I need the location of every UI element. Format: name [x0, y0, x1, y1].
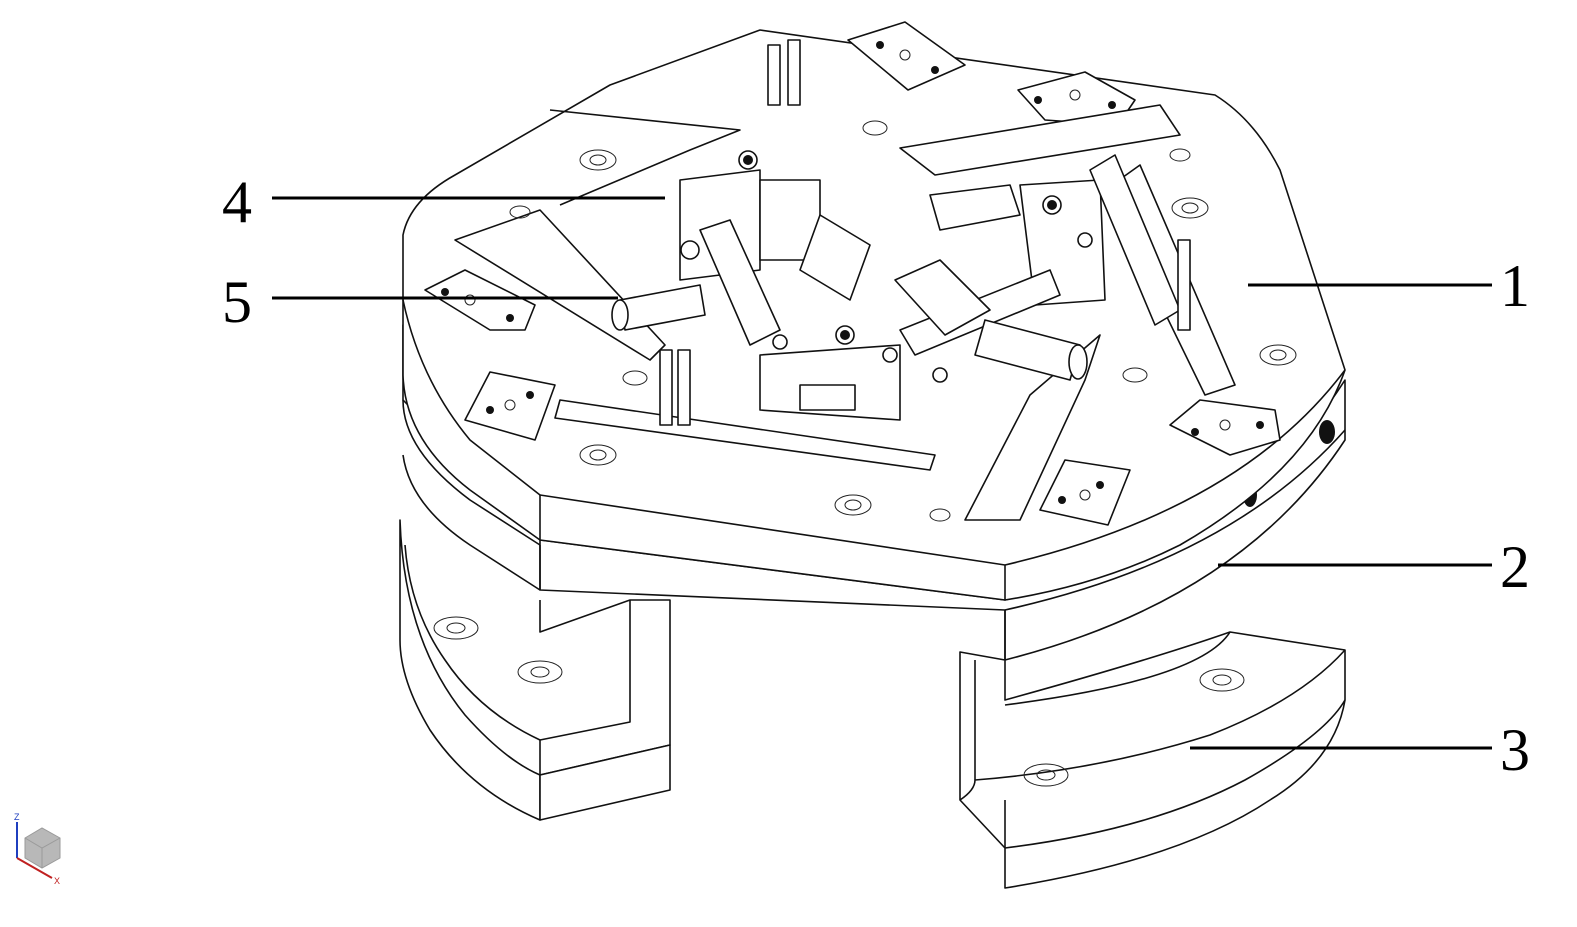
z-axis-label: Z: [14, 812, 20, 822]
pad-right: [1169, 399, 1281, 456]
hex-screws: [509, 120, 1297, 522]
pad-left: [424, 269, 536, 331]
orientation-triad: Z X: [14, 812, 61, 886]
callout-3: 3: [1500, 717, 1530, 783]
pad-front: [1039, 459, 1131, 526]
callout-1: 1: [1500, 253, 1530, 319]
callout-5: 5: [222, 269, 252, 335]
pad-top: [847, 21, 966, 91]
callout-4: 4: [222, 169, 252, 235]
mounting-pads: [424, 21, 1281, 526]
pad-front-left: [464, 371, 556, 441]
x-axis-line: [16, 857, 53, 879]
callout-labels: 1 2 3 4 5: [222, 169, 1530, 783]
x-axis-label: X: [54, 876, 60, 886]
callout-leaders: [272, 196, 1492, 750]
central-mechanism: [611, 39, 1191, 426]
base-support-legs: [399, 519, 1346, 889]
callout-2: 2: [1500, 534, 1530, 600]
